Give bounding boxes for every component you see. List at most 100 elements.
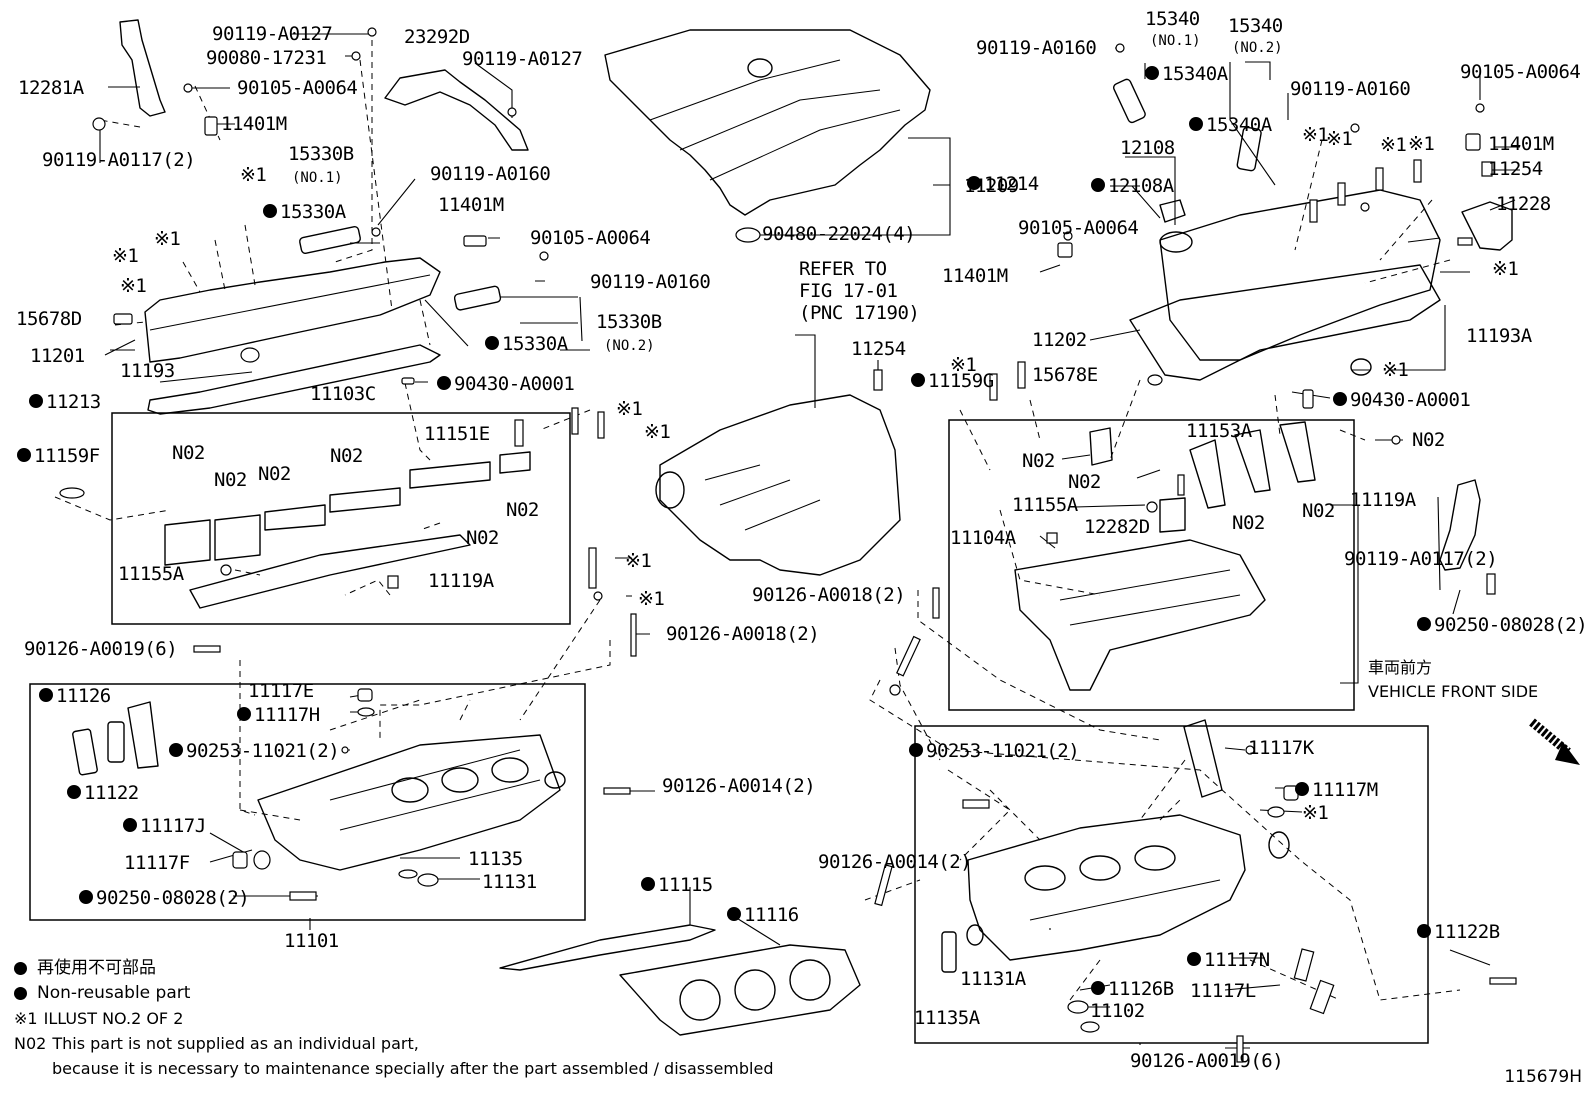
part-label[interactable]: 11153A — [1186, 420, 1253, 442]
part-label[interactable]: 90253-11021(2) — [926, 740, 1080, 762]
part-label[interactable]: 11117E — [248, 680, 314, 702]
part-label[interactable]: 90119-A0117(2) — [42, 149, 196, 171]
part-label[interactable]: 12108A — [1108, 175, 1175, 197]
part-label[interactable]: 11116 — [744, 904, 799, 926]
part-label[interactable]: 11117K — [1248, 737, 1315, 759]
part-label[interactable]: 90126-A0014(2) — [818, 851, 972, 873]
part-label[interactable]: 90250-08028(2) — [96, 887, 250, 909]
part-label[interactable]: 90119-A0127 — [462, 48, 583, 70]
part-label[interactable]: 11117F — [124, 852, 190, 874]
part-label[interactable]: 11159G — [928, 370, 994, 392]
part-label[interactable]: ※1 — [616, 398, 643, 420]
part-label[interactable]: 11401M — [221, 113, 287, 135]
part-label[interactable]: 11151E — [424, 423, 490, 445]
part-label[interactable]: (NO.1) — [1150, 33, 1201, 49]
part-label[interactable]: 90080-17231 — [206, 47, 327, 69]
part-label[interactable]: 11117N — [1204, 949, 1270, 971]
part-label[interactable]: N02 — [214, 469, 247, 491]
part-label[interactable]: 11254 — [1488, 158, 1543, 180]
part-label[interactable]: 90126-A0019(6) — [1130, 1050, 1284, 1072]
part-label[interactable]: N02 — [1412, 429, 1445, 451]
part-label[interactable]: 11193A — [1466, 325, 1533, 347]
part-label[interactable]: 15330A — [502, 333, 569, 355]
part-label[interactable]: 11117J — [140, 815, 206, 837]
part-label[interactable]: N02 — [466, 527, 499, 549]
part-label[interactable]: 90126-A0019(6) — [24, 638, 178, 660]
part-label[interactable]: 90430-A0001 — [454, 373, 575, 395]
part-label[interactable]: (NO.2) — [604, 338, 655, 354]
part-label[interactable]: 11119A — [1350, 489, 1417, 511]
part-label[interactable]: 11202 — [1032, 329, 1087, 351]
part-label[interactable]: ※1 — [240, 164, 267, 186]
part-label[interactable]: 90119-A0160 — [430, 163, 551, 185]
part-label[interactable]: 11117M — [1312, 779, 1378, 801]
part-label[interactable]: 11103C — [310, 383, 376, 405]
part-label[interactable]: 11126B — [1108, 978, 1174, 1000]
part-label[interactable]: 11115 — [658, 874, 713, 896]
part-label[interactable]: N02 — [258, 463, 291, 485]
part-label[interactable]: 15340 — [1145, 8, 1200, 30]
part-label[interactable]: 11135A — [914, 1007, 981, 1029]
part-label[interactable]: ※1 — [1302, 802, 1329, 824]
part-label[interactable]: 11135 — [468, 848, 523, 870]
part-label[interactable]: (NO.2) — [1232, 40, 1283, 56]
part-label[interactable]: 11119A — [428, 570, 495, 592]
part-label[interactable]: (NO.1) — [292, 170, 343, 186]
part-label[interactable]: 90119-A0117(2) — [1344, 548, 1498, 570]
part-label[interactable]: ※1 — [1326, 128, 1353, 150]
part-label[interactable]: 90250-08028(2) — [1434, 614, 1588, 636]
part-label[interactable]: 11213 — [46, 391, 101, 413]
part-label[interactable]: ※1 — [638, 588, 665, 610]
part-label[interactable]: ※1 — [625, 550, 652, 572]
part-label[interactable]: 15340A — [1162, 63, 1229, 85]
part-label[interactable]: 90119-A0160 — [976, 37, 1097, 59]
part-label[interactable]: ※1 — [120, 275, 147, 297]
part-label[interactable]: N02 — [1232, 512, 1265, 534]
part-label[interactable]: 11155A — [1012, 494, 1079, 516]
part-label[interactable]: 15330A — [280, 201, 347, 223]
part-label[interactable]: 11254 — [851, 338, 906, 360]
part-label[interactable]: 90119-A0160 — [1290, 78, 1411, 100]
part-label[interactable]: 11228 — [1496, 193, 1551, 215]
part-label[interactable]: 11117H — [254, 704, 320, 726]
part-label[interactable]: N02 — [1068, 471, 1101, 493]
part-label[interactable]: 90480-22024(4) — [762, 223, 916, 245]
part-label[interactable]: 90105-A0064 — [1460, 61, 1581, 83]
part-label[interactable]: N02 — [172, 442, 205, 464]
part-label[interactable]: 11101 — [284, 930, 339, 952]
part-label[interactable]: ※1 — [1492, 258, 1519, 280]
part-label[interactable]: 90105-A0064 — [237, 77, 358, 99]
part-label[interactable]: ※1 — [154, 228, 181, 250]
part-label[interactable]: ※1 — [1302, 124, 1329, 146]
part-label[interactable]: ※1 — [950, 354, 977, 376]
part-label[interactable]: 11401M — [438, 194, 504, 216]
part-label[interactable]: 11201 — [30, 345, 85, 367]
part-label[interactable]: 11126 — [56, 685, 111, 707]
part-label[interactable]: 15678E — [1032, 364, 1098, 386]
part-label[interactable]: ※1 — [644, 421, 671, 443]
part-label[interactable]: 11401M — [1488, 133, 1554, 155]
part-label[interactable]: 15678D — [16, 308, 82, 330]
part-label[interactable]: 11117L — [1190, 980, 1256, 1002]
part-label[interactable]: 90126-A0018(2) — [752, 584, 906, 606]
part-label[interactable]: 11131A — [960, 968, 1027, 990]
part-label[interactable]: 15330B — [596, 311, 662, 333]
part-label[interactable]: 11193 — [120, 360, 175, 382]
part-label[interactable]: 90105-A0064 — [530, 227, 651, 249]
part-label[interactable]: N02 — [506, 499, 539, 521]
part-label[interactable]: 11102 — [1090, 1000, 1145, 1022]
part-label[interactable]: N02 — [1302, 500, 1335, 522]
part-label[interactable]: N02 — [1022, 450, 1055, 472]
part-label[interactable]: 11155A — [118, 563, 185, 585]
part-label[interactable]: 12108 — [1120, 137, 1175, 159]
part-label[interactable]: 11122 — [84, 782, 139, 804]
part-label[interactable]: 11159F — [34, 445, 100, 467]
part-label[interactable]: 15330B — [288, 143, 354, 165]
part-label[interactable]: 23292D — [404, 26, 470, 48]
part-label[interactable]: 90119-A0160 — [590, 271, 711, 293]
part-label[interactable]: 90105-A0064 — [1018, 217, 1139, 239]
part-label[interactable]: 15340 — [1228, 15, 1283, 37]
part-label[interactable]: ※1 — [1382, 359, 1409, 381]
part-label[interactable]: ※1 — [1380, 134, 1407, 156]
part-label[interactable]: 90126-A0014(2) — [662, 775, 816, 797]
